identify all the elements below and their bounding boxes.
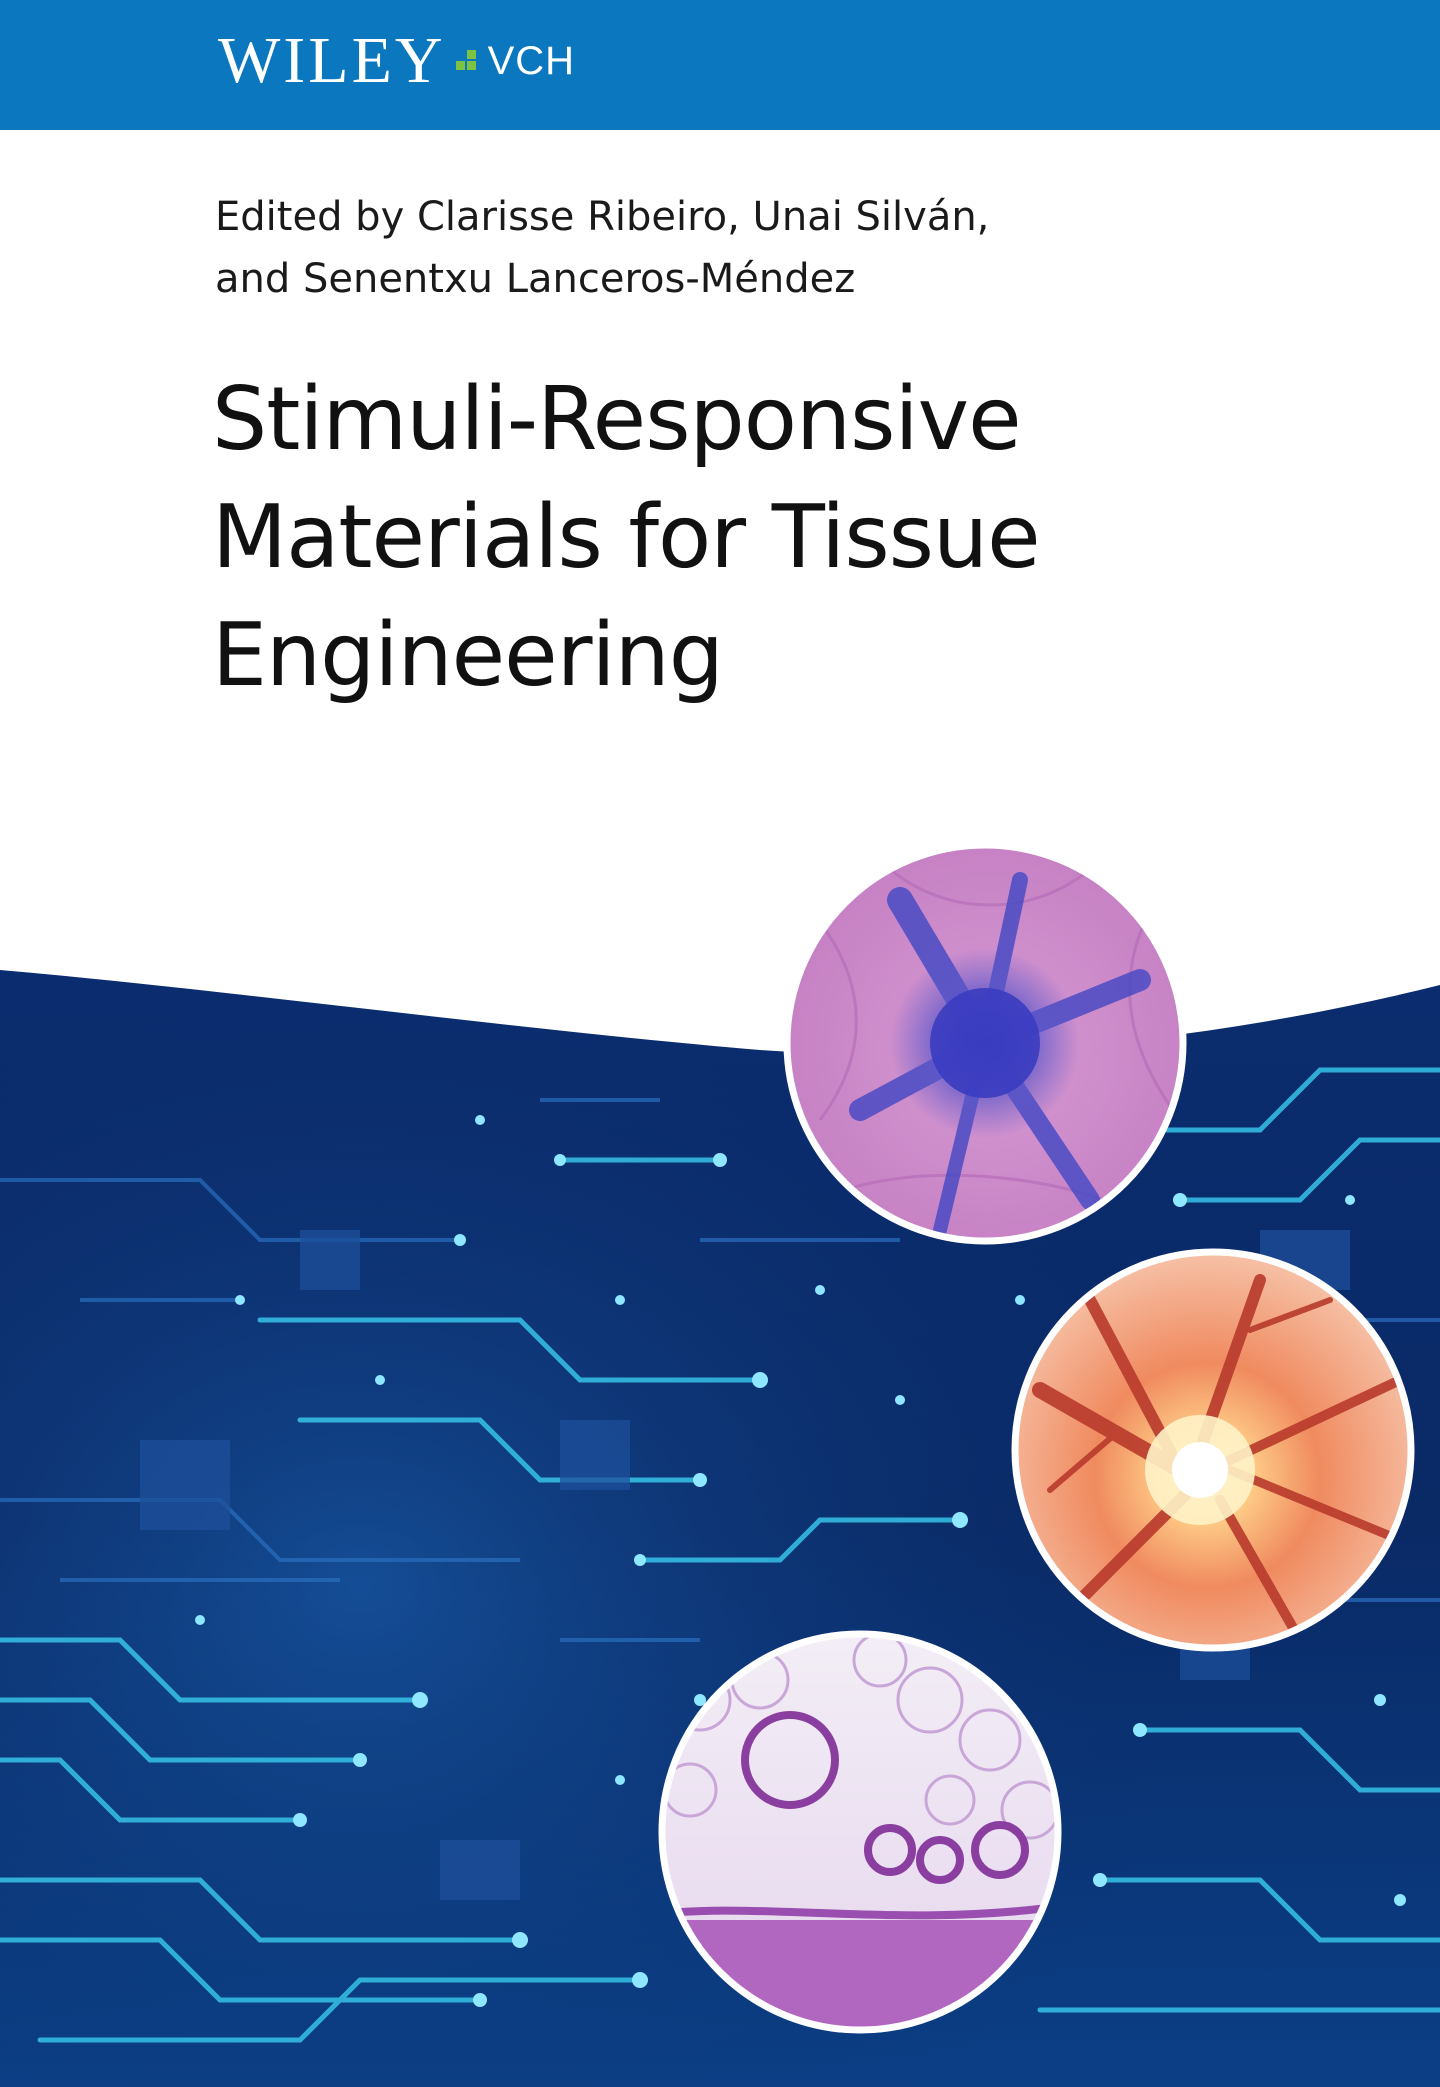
book-title: Stimuli-Responsive Materials for Tissue …	[212, 360, 1312, 714]
wiley-mark-icon	[455, 50, 482, 72]
title-line-2: Materials for Tissue	[212, 486, 1041, 588]
title-line-3: Engineering	[212, 604, 724, 706]
publisher-logo: WILEY VCH	[218, 26, 575, 96]
editors-line-1: Edited by Clarisse Ribeiro, Unai Silván,	[215, 194, 990, 240]
neuron-glow-illustration	[1011, 1248, 1415, 1652]
publisher-name: WILEY	[218, 24, 446, 97]
publisher-bar: WILEY VCH	[0, 0, 1440, 130]
publisher-imprint: VCH	[487, 39, 576, 83]
neuron-stained-micrograph	[783, 841, 1187, 1245]
editors-line-2: and Senentxu Lanceros-Méndez	[215, 256, 856, 302]
circuit-traces	[0, 1067, 1440, 2043]
title-line-1: Stimuli-Responsive	[212, 368, 1022, 470]
editors-credit: Edited by Clarisse Ribeiro, Unai Silván,…	[215, 186, 1215, 310]
